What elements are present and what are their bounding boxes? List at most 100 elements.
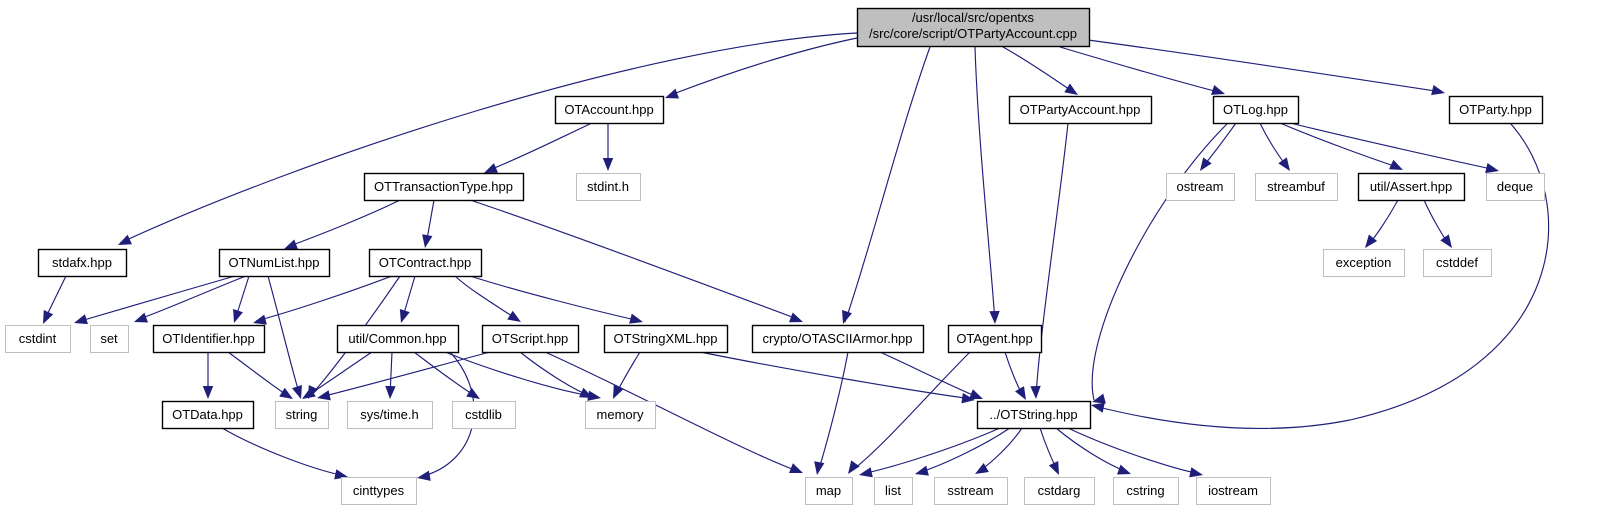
graph-node-common[interactable]: util/Common.hpp xyxy=(336,324,460,354)
node-box[interactable] xyxy=(37,248,128,278)
graph-node-string[interactable]: string xyxy=(275,401,329,429)
node-box[interactable] xyxy=(576,173,641,201)
graph-node-otdata[interactable]: OTData.hpp xyxy=(161,400,255,430)
node-box[interactable] xyxy=(452,401,516,429)
graph-node-root[interactable]: /usr/local/src/opentxs/src/core/script/O… xyxy=(856,7,1091,48)
node-label: OTPartyAccount.hpp xyxy=(1020,102,1141,117)
node-label: OTParty.hpp xyxy=(1459,102,1532,117)
graph-node-otcontract[interactable]: OTContract.hpp xyxy=(368,248,483,278)
graph-edge xyxy=(849,351,971,473)
node-box[interactable] xyxy=(934,477,1008,505)
graph-edge xyxy=(1289,122,1497,171)
graph-node-map[interactable]: map xyxy=(805,477,853,505)
node-label: OTTransactionType.hpp xyxy=(374,179,513,194)
graph-edge-arrowhead xyxy=(118,234,132,245)
node-box[interactable] xyxy=(1113,477,1179,505)
graph-node-otscript[interactable]: OTScript.hpp xyxy=(481,324,580,354)
graph-edge-arrowhead xyxy=(579,387,593,398)
graph-edge-arrowhead xyxy=(968,389,983,399)
graph-node-otagent[interactable]: OTAgent.hpp xyxy=(947,324,1043,354)
graph-edge xyxy=(469,199,801,321)
graph-node-list[interactable]: list xyxy=(874,477,913,505)
graph-node-set[interactable]: set xyxy=(90,325,129,353)
graph-node-cinttypes[interactable]: cinttypes xyxy=(341,477,417,505)
node-box[interactable] xyxy=(368,248,483,278)
node-box[interactable] xyxy=(1486,173,1545,201)
graph-node-otstring[interactable]: ../OTString.hpp xyxy=(976,400,1092,430)
graph-node-cstdlib[interactable]: cstdlib xyxy=(452,401,516,429)
graph-node-otparty[interactable]: OTParty.hpp xyxy=(1448,95,1544,125)
graph-node-otlog[interactable]: OTLog.hpp xyxy=(1212,95,1300,125)
node-box[interactable] xyxy=(481,324,580,354)
node-box[interactable] xyxy=(554,95,665,125)
node-label: OTLog.hpp xyxy=(1223,102,1288,117)
graph-node-otstringxml[interactable]: OTStringXML.hpp xyxy=(603,324,729,354)
graph-node-otnumlist[interactable]: OTNumList.hpp xyxy=(218,248,331,278)
node-box[interactable] xyxy=(341,477,417,505)
graph-node-cstddef[interactable]: cstddef xyxy=(1423,249,1492,277)
node-box[interactable] xyxy=(347,401,433,429)
node-box[interactable] xyxy=(1448,95,1544,125)
graph-node-deque[interactable]: deque xyxy=(1486,173,1545,201)
graph-edge-arrowhead xyxy=(302,387,316,399)
graph-node-otasciiarmor[interactable]: crypto/OTASCIIArmor.hpp xyxy=(751,324,925,354)
node-box[interactable] xyxy=(161,400,255,430)
node-box[interactable] xyxy=(218,248,331,278)
node-box[interactable] xyxy=(603,324,729,354)
graph-edge xyxy=(667,37,858,97)
graph-node-otpartyaccount[interactable]: OTPartyAccount.hpp xyxy=(1008,95,1153,125)
node-box[interactable] xyxy=(1255,173,1338,201)
node-box[interactable] xyxy=(947,324,1043,354)
graph-edge-arrowhead xyxy=(1117,464,1131,475)
graph-node-streambuf[interactable]: streambuf xyxy=(1255,173,1338,201)
graph-node-cstdint[interactable]: cstdint xyxy=(5,325,71,353)
node-box[interactable] xyxy=(5,325,71,353)
graph-node-stdint[interactable]: stdint.h xyxy=(576,173,641,201)
graph-node-otaccount[interactable]: OTAccount.hpp xyxy=(554,95,665,125)
node-box[interactable] xyxy=(585,401,656,429)
graph-edge-arrowhead xyxy=(1365,234,1378,248)
graph-edge xyxy=(974,46,996,323)
graph-edge-arrowhead xyxy=(1091,402,1105,413)
node-box[interactable] xyxy=(275,401,329,429)
node-label: iostream xyxy=(1208,483,1258,498)
node-box[interactable] xyxy=(1008,95,1153,125)
graph-edge-arrowhead xyxy=(1440,234,1452,248)
graph-node-ostream[interactable]: ostream xyxy=(1166,173,1235,201)
graph-edge-arrowhead xyxy=(484,163,498,173)
graph-edge xyxy=(469,275,641,322)
graph-node-systime[interactable]: sys/time.h xyxy=(347,401,433,429)
graph-edge-arrowhead xyxy=(317,390,331,401)
graph-node-iostream[interactable]: iostream xyxy=(1196,477,1271,505)
node-box[interactable] xyxy=(874,477,913,505)
node-label: cstddef xyxy=(1436,255,1478,270)
graph-node-stdafx[interactable]: stdafx.hpp xyxy=(37,248,128,278)
node-box[interactable] xyxy=(1024,477,1095,505)
node-box[interactable] xyxy=(805,477,853,505)
graph-node-sstream[interactable]: sstream xyxy=(934,477,1008,505)
node-box[interactable] xyxy=(1196,477,1271,505)
graph-edge-arrowhead xyxy=(989,310,1000,324)
graph-node-exception[interactable]: exception xyxy=(1323,249,1405,277)
graph-edge-arrowhead xyxy=(848,460,860,474)
node-box[interactable] xyxy=(1423,249,1492,277)
graph-edge-arrowhead xyxy=(629,313,643,324)
graph-node-ottransactiontype[interactable]: OTTransactionType.hpp xyxy=(363,172,525,202)
node-box[interactable] xyxy=(1212,95,1300,125)
graph-node-cstring[interactable]: cstring xyxy=(1113,477,1179,505)
graph-node-memory[interactable]: memory xyxy=(585,401,656,429)
node-box[interactable] xyxy=(152,324,266,354)
graph-node-otidentifier[interactable]: OTIdentifier.hpp xyxy=(152,324,266,354)
node-box[interactable] xyxy=(856,7,1091,48)
node-box[interactable] xyxy=(1166,173,1235,201)
node-box[interactable] xyxy=(336,324,460,354)
graph-node-assert[interactable]: util/Assert.hpp xyxy=(1357,172,1466,202)
node-box[interactable] xyxy=(751,324,925,354)
node-box[interactable] xyxy=(1323,249,1405,277)
graph-node-cstdarg[interactable]: cstdarg xyxy=(1024,477,1095,505)
node-box[interactable] xyxy=(1357,172,1466,202)
node-box[interactable] xyxy=(363,172,525,202)
node-box[interactable] xyxy=(976,400,1092,430)
node-box[interactable] xyxy=(90,325,129,353)
